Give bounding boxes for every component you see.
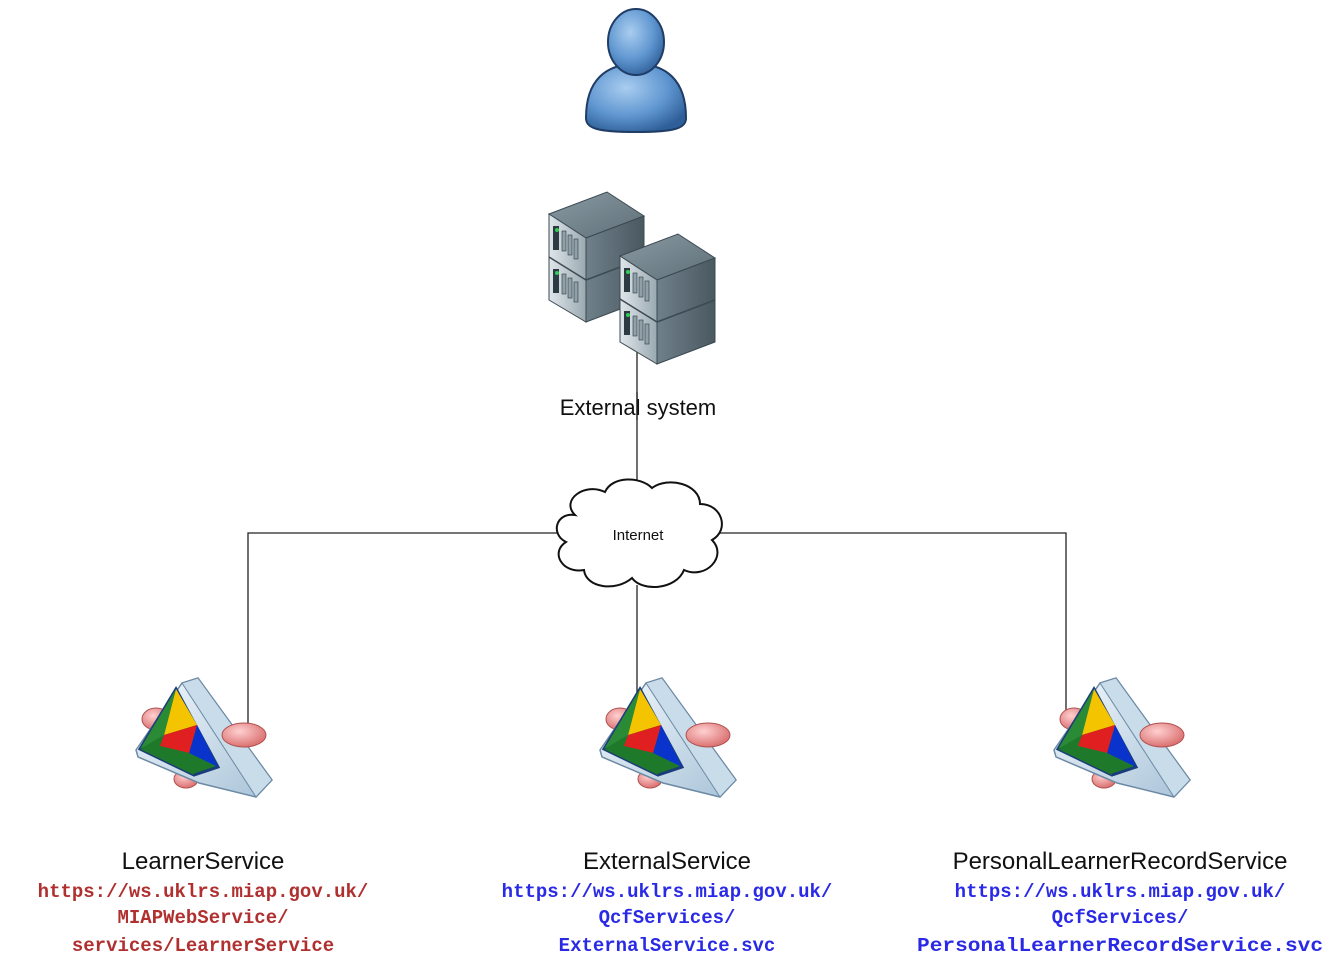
service-url-line: MIAPWebService/ [117, 907, 288, 929]
external-system-label: External system [560, 395, 717, 420]
service-url-line: https://ws.uklrs.miap.gov.uk/ [955, 881, 1286, 903]
external-service-icon [598, 676, 738, 799]
plr-service-node: PersonalLearnerRecordService https://ws.… [917, 848, 1323, 956]
internet-to-learner-service-line [247, 532, 560, 735]
service-url-line: services/LearnerService [72, 935, 334, 956]
connector-lines [247, 330, 1067, 735]
service-url-line: https://ws.uklrs.miap.gov.uk/ [38, 881, 369, 903]
cloud-icon: Internet [555, 478, 723, 589]
service-name: ExternalService [583, 848, 751, 875]
service-name: PersonalLearnerRecordService [953, 848, 1288, 875]
external-service-node: ExternalService https://ws.uklrs.miap.go… [502, 848, 833, 956]
service-url-line: ExternalService.svc [559, 935, 776, 956]
server-rack-icon [548, 191, 716, 365]
service-url-line: PersonalLearnerRecordService.svc [917, 935, 1323, 956]
learner-service-node: LearnerService https://ws.uklrs.miap.gov… [38, 848, 369, 956]
service-url-line: QcfServices/ [599, 907, 736, 929]
internet-label: Internet [613, 527, 665, 544]
plr-service-icon [1052, 676, 1192, 799]
service-url-line: QcfServices/ [1052, 907, 1189, 929]
learner-service-icon [134, 676, 274, 799]
service-name: LearnerService [122, 848, 285, 875]
internet-to-plr-service-line [714, 532, 1067, 710]
user-icon [584, 8, 688, 134]
service-url-line: https://ws.uklrs.miap.gov.uk/ [502, 881, 833, 903]
